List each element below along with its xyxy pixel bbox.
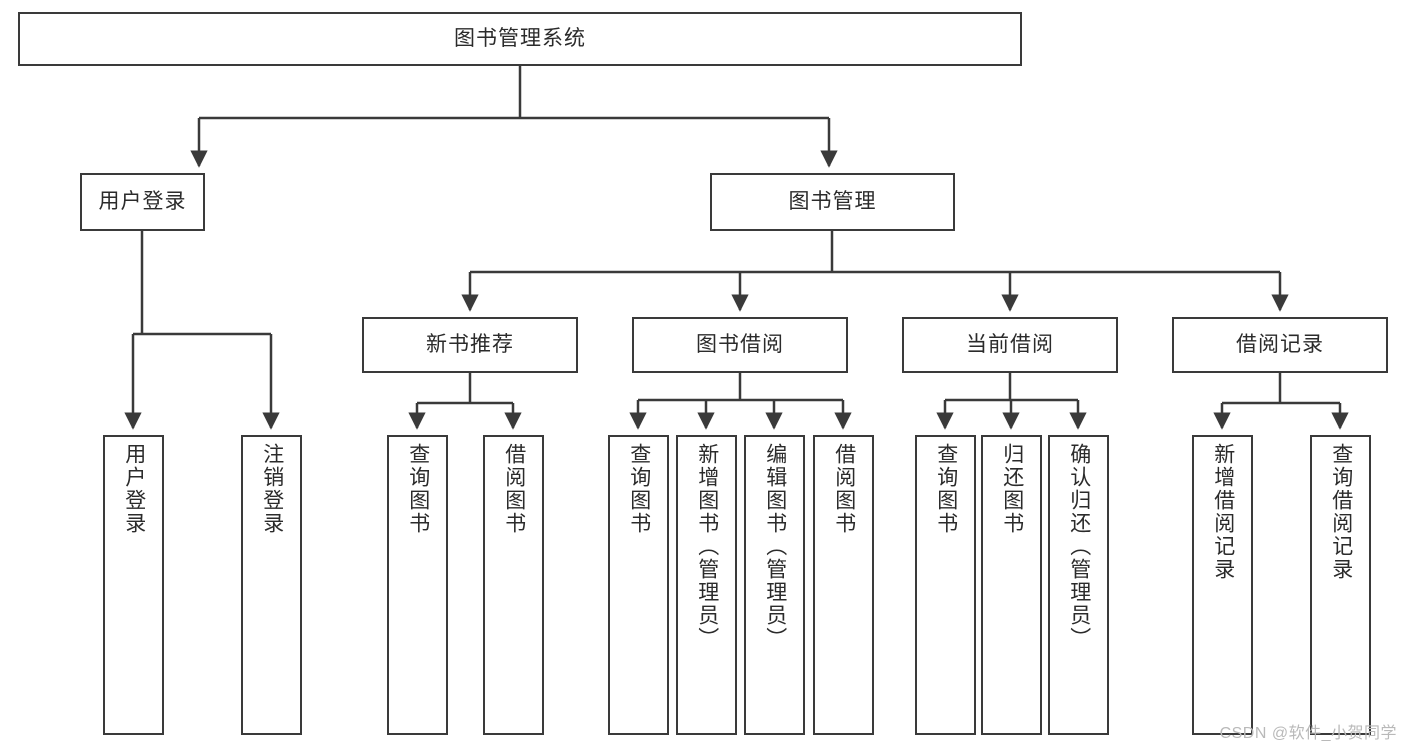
- node-leaf-borrow-book-rec[interactable]: 借阅图书: [483, 435, 544, 735]
- node-new-book-recommend[interactable]: 新书推荐: [362, 317, 578, 373]
- node-current-borrow[interactable]: 当前借阅: [902, 317, 1118, 373]
- node-leaf-query-book-current[interactable]: 查询图书: [915, 435, 976, 735]
- node-book-borrow[interactable]: 图书借阅: [632, 317, 848, 373]
- node-leaf-logout-login[interactable]: 注销登录: [241, 435, 302, 735]
- node-leaf-edit-book-admin-label: 编辑图书（管理员）: [763, 443, 787, 650]
- node-user-login-label: 用户登录: [98, 190, 187, 214]
- node-leaf-query-book-rec-label: 查询图书: [406, 443, 430, 535]
- node-leaf-query-book-rec[interactable]: 查询图书: [387, 435, 448, 735]
- node-current-borrow-label: 当前借阅: [966, 333, 1054, 357]
- node-leaf-query-book-current-label: 查询图书: [934, 443, 958, 535]
- node-borrow-record[interactable]: 借阅记录: [1172, 317, 1388, 373]
- node-book-management[interactable]: 图书管理: [710, 173, 955, 231]
- node-leaf-borrow-book[interactable]: 借阅图书: [813, 435, 874, 735]
- node-leaf-add-borrow-record-label: 新增借阅记录: [1211, 443, 1235, 581]
- node-leaf-add-book-admin[interactable]: 新增图书（管理员）: [676, 435, 737, 735]
- node-new-book-recommend-label: 新书推荐: [426, 333, 514, 357]
- node-leaf-borrow-book-rec-label: 借阅图书: [502, 443, 526, 535]
- node-leaf-add-book-admin-label: 新增图书（管理员）: [695, 443, 719, 650]
- node-leaf-user-login[interactable]: 用户登录: [103, 435, 164, 735]
- node-leaf-add-borrow-record[interactable]: 新增借阅记录: [1192, 435, 1253, 735]
- node-book-borrow-label: 图书借阅: [696, 333, 784, 357]
- node-leaf-confirm-return-admin[interactable]: 确认归还（管理员）: [1048, 435, 1109, 735]
- node-leaf-query-book-borrow[interactable]: 查询图书: [608, 435, 669, 735]
- node-leaf-confirm-return-admin-label: 确认归还（管理员）: [1067, 443, 1091, 650]
- node-leaf-return-book[interactable]: 归还图书: [981, 435, 1042, 735]
- node-leaf-logout-login-label: 注销登录: [260, 443, 284, 535]
- node-root[interactable]: 图书管理系统: [18, 12, 1022, 66]
- node-root-label: 图书管理系统: [454, 27, 586, 51]
- node-leaf-borrow-book-label: 借阅图书: [832, 443, 856, 535]
- node-leaf-edit-book-admin[interactable]: 编辑图书（管理员）: [744, 435, 805, 735]
- node-leaf-query-borrow-record-label: 查询借阅记录: [1329, 443, 1353, 581]
- node-leaf-query-borrow-record[interactable]: 查询借阅记录: [1310, 435, 1371, 735]
- node-leaf-query-book-borrow-label: 查询图书: [627, 443, 651, 535]
- node-book-management-label: 图书管理: [788, 190, 877, 214]
- node-leaf-return-book-label: 归还图书: [1000, 443, 1024, 535]
- watermark-text: CSDN @软件_小贺同学: [1219, 725, 1397, 742]
- node-user-login[interactable]: 用户登录: [80, 173, 205, 231]
- node-borrow-record-label: 借阅记录: [1236, 333, 1324, 357]
- node-leaf-user-login-label: 用户登录: [122, 443, 146, 535]
